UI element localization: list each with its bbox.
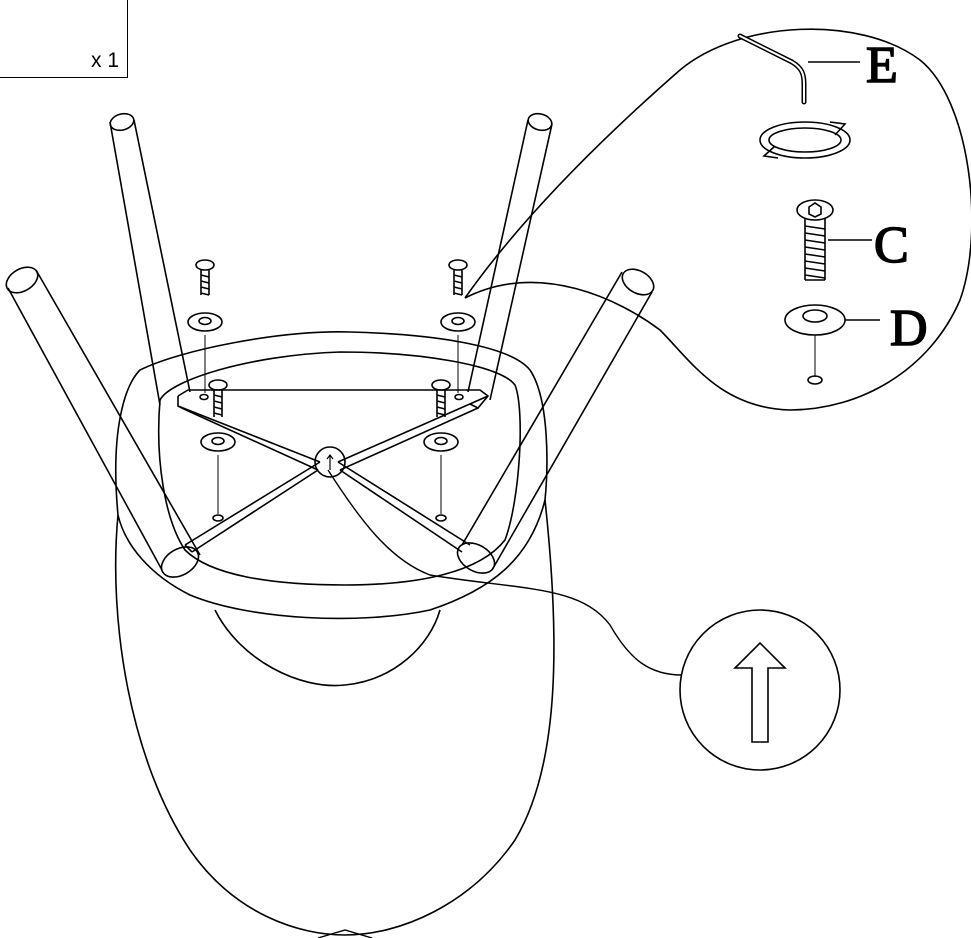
- label-d: D: [890, 300, 928, 357]
- leg-front-left: [5, 266, 201, 578]
- chair-legs: [5, 112, 655, 578]
- cross-brace: [177, 389, 490, 553]
- label-c: C: [874, 217, 909, 274]
- center-hub: [314, 446, 346, 478]
- screw-set-front-left: [200, 379, 236, 514]
- direction-callout: [327, 469, 841, 771]
- screw-set-front-right: [423, 379, 459, 514]
- chair-seat-shell: [114, 331, 555, 936]
- leg-back-left: [109, 112, 191, 406]
- screw-set-back-left: [187, 259, 223, 393]
- screw-c-icon: [796, 199, 872, 281]
- screw-set-back-right: [440, 259, 476, 393]
- rotate-arrow-icon: [759, 121, 851, 159]
- washer-d-icon: [784, 304, 880, 385]
- up-arrow-icon: [733, 641, 787, 743]
- screw-assemblies: [187, 259, 476, 514]
- allen-key-icon: [737, 33, 860, 105]
- quantity-box: x 1: [0, 0, 128, 78]
- leg-back-right: [467, 112, 553, 401]
- quantity-label: x 1: [90, 49, 119, 72]
- leg-front-right: [456, 268, 655, 574]
- label-e: E: [866, 37, 898, 94]
- detail-callout: E C D: [464, 28, 971, 411]
